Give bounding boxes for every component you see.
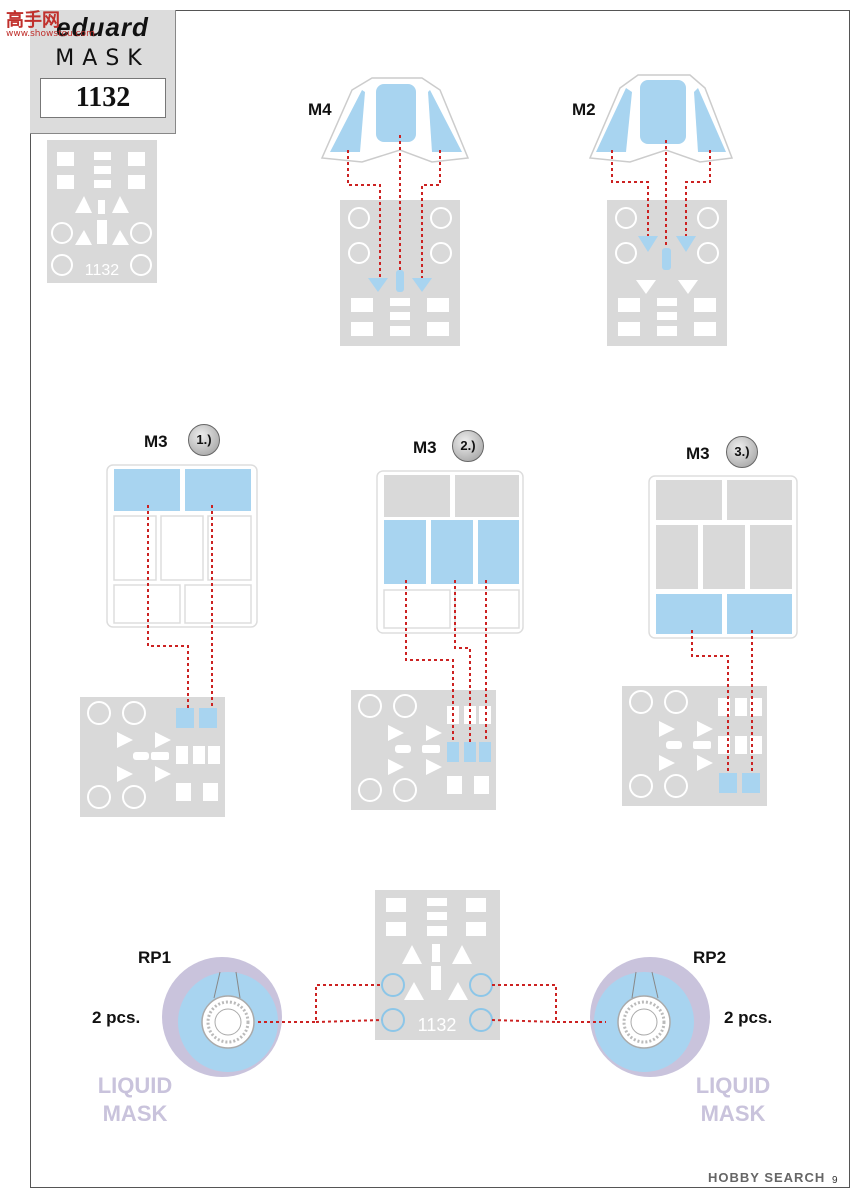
label-m4: M4 bbox=[308, 100, 332, 119]
step-badge-1: 1.) bbox=[188, 424, 220, 456]
label-m2: M2 bbox=[572, 100, 596, 119]
liquid-mask-right-line1: LIQUID bbox=[695, 1073, 771, 1098]
m3-step2-leaders bbox=[405, 580, 487, 742]
m3-step3-sheet bbox=[622, 686, 767, 806]
label-rp2: RP2 bbox=[693, 948, 727, 967]
rp-leaders bbox=[258, 984, 606, 1023]
rp2-wheel bbox=[590, 957, 710, 1077]
m4-sheet bbox=[340, 200, 460, 346]
bottom-sheet bbox=[375, 890, 500, 1040]
m2-leaders bbox=[611, 140, 711, 248]
overview-sheet-number: 1132 bbox=[85, 262, 120, 279]
m2-canopy bbox=[588, 74, 734, 163]
watermark-top: 高手网 bbox=[6, 10, 60, 31]
m3-step2-sheet bbox=[351, 690, 496, 810]
m3-step1-sheet bbox=[80, 697, 225, 817]
page-frame bbox=[30, 10, 850, 1188]
m3-step2-frame bbox=[376, 470, 524, 634]
bottom-sheet-number: 1132 bbox=[418, 1015, 457, 1035]
m4-leaders bbox=[347, 135, 441, 278]
liquid-mask-right: LIQUID MASK bbox=[690, 1072, 776, 1128]
quantity-right: 2 pcs. bbox=[724, 1008, 773, 1027]
m3-step3-frame bbox=[648, 475, 798, 639]
label-m3-step3: M3 bbox=[686, 444, 710, 463]
product-type: MASK bbox=[55, 46, 150, 71]
quantity-left: 2 pcs. bbox=[92, 1008, 141, 1027]
liquid-mask-left-line1: LIQUID bbox=[97, 1073, 173, 1098]
m4-canopy bbox=[320, 77, 470, 163]
product-header: eduard MASK 1132 bbox=[30, 10, 176, 134]
m3-step1-leaders bbox=[147, 505, 213, 708]
liquid-mask-right-line2: MASK bbox=[700, 1101, 766, 1126]
watermark-top-url: www.showstou.com bbox=[6, 29, 95, 39]
liquid-mask-left: LIQUID MASK bbox=[92, 1072, 178, 1128]
liquid-mask-left-line2: MASK bbox=[102, 1101, 168, 1126]
step-badge-3: 3.) bbox=[726, 436, 758, 468]
product-code: 1132 bbox=[40, 78, 166, 118]
brand-logo: eduard bbox=[56, 12, 149, 42]
label-rp1: RP1 bbox=[138, 948, 172, 967]
m2-sheet bbox=[607, 200, 727, 346]
overview-sheet bbox=[47, 140, 157, 283]
label-m3-step2: M3 bbox=[413, 438, 437, 457]
rp1-wheel bbox=[162, 957, 282, 1077]
m3-step3-leaders bbox=[691, 630, 753, 773]
step-badge-2: 2.) bbox=[452, 430, 484, 462]
page-number: 9 bbox=[832, 1175, 838, 1186]
m3-step1-frame bbox=[106, 464, 258, 628]
watermark-bottom: HOBBY SEARCH bbox=[708, 1170, 826, 1185]
label-m3-step1: M3 bbox=[144, 432, 168, 451]
